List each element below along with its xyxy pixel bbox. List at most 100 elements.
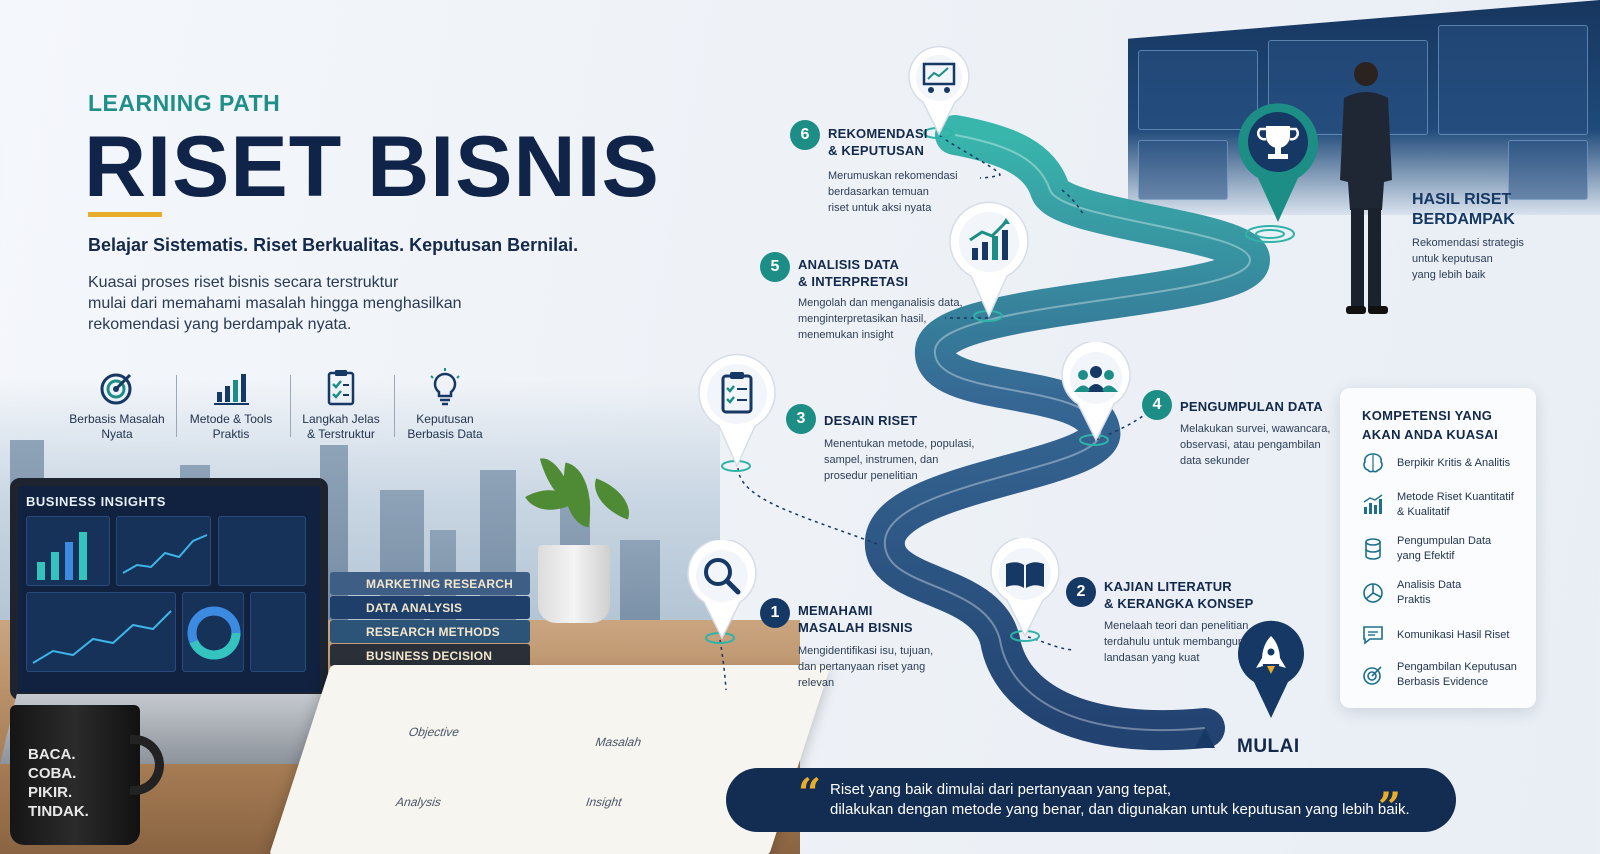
step-title-line: REKOMENDASI xyxy=(828,126,928,141)
line-chart-icon xyxy=(122,534,208,574)
bar-chart-icon xyxy=(1363,494,1383,514)
step-desc-line: prosedur penelitian xyxy=(824,470,918,482)
step-desc-line: Merumuskan rekomendasi xyxy=(828,170,958,182)
step-title: REKOMENDASI & KEPUTUSAN xyxy=(828,125,928,159)
intro-text: Kuasai proses riset bisnis secara terstr… xyxy=(88,272,478,335)
brain-icon xyxy=(1363,453,1383,473)
step-title-line: MEMAHAMI xyxy=(798,603,873,618)
chat-icon xyxy=(1363,626,1383,645)
step-desc-line: menemukan insight xyxy=(798,329,894,341)
growth-chart-icon xyxy=(949,201,1029,318)
step-title-line: & KEPUTUSAN xyxy=(828,143,925,158)
step-desc-line: Menelaah teori dan penelitian xyxy=(1104,620,1249,632)
step-desc-line: menginterpretasikan hasil, xyxy=(798,313,927,325)
step-desc-line: riset untuk aksi nyata xyxy=(828,202,932,214)
feature-label: & Terstruktur xyxy=(307,427,375,441)
step-title: ANALISIS DATA& INTERPRETASI xyxy=(798,256,908,290)
eyebrow-label: LEARNING PATH xyxy=(88,90,281,116)
bar-chart-icon xyxy=(37,532,87,580)
trophy-icon xyxy=(1238,103,1318,222)
divider xyxy=(176,375,177,437)
result-title-line: BERDAMPAK xyxy=(1412,211,1515,228)
line-chart-icon xyxy=(32,610,172,664)
book-stack: MARKETING RESEARCH DATA ANALYSIS RESEARC… xyxy=(330,548,530,667)
competency-label: Berpikir Kritis & Analitis xyxy=(1397,456,1511,469)
open-quote-icon: “ xyxy=(798,770,822,817)
start-label: MULAI xyxy=(1237,736,1300,757)
book-spine: DATA ANALYSIS xyxy=(330,596,530,619)
feature-label: Berbasis Data xyxy=(407,427,483,441)
step-desc-line: sampel, instrumen, dan xyxy=(824,454,939,466)
mug-text: TINDAK. xyxy=(28,803,89,820)
quote-line: dilakukan dengan metode yang benar, dan … xyxy=(830,801,1410,818)
feature-label: Praktis xyxy=(212,427,250,441)
intro-line: Kuasai proses riset bisnis secara terstr… xyxy=(88,274,399,291)
step-description: Mengidentifikasi isu, tujuan,dan pertany… xyxy=(798,643,933,691)
result-desc-line: untuk keputusan xyxy=(1412,253,1493,265)
mug-text: COBA. xyxy=(28,765,77,782)
step-number: 5 xyxy=(760,252,790,282)
competency-label: & Kualitatif xyxy=(1397,506,1450,518)
step-desc-line: landasan yang kuat xyxy=(1104,652,1200,664)
competency-title-line: KOMPETENSI YANG xyxy=(1362,408,1493,423)
dashboard-panel xyxy=(218,516,306,586)
rocket-icon xyxy=(1238,620,1304,718)
dashboard-panel xyxy=(116,516,211,586)
step-desc-line: terdahulu untuk membangun xyxy=(1104,636,1245,648)
step-desc-line: Mengolah dan menganalisis data, xyxy=(798,297,963,309)
feature-steps: Langkah Jelas& Terstruktur xyxy=(282,366,400,442)
competency-item: Berpikir Kritis & Analitis xyxy=(1360,450,1510,476)
clipboard-icon xyxy=(698,353,776,468)
competency-item: Metode Riset Kuantitatif& Kualitatif xyxy=(1360,490,1514,520)
step-desc-line: dan pertanyaan riset yang xyxy=(798,661,926,673)
result-title: HASIL RISET BERDAMPAK xyxy=(1412,190,1515,230)
competency-label: yang Efektif xyxy=(1397,550,1455,562)
dashboard-panel xyxy=(182,592,244,672)
step-desc-line: data sekunder xyxy=(1180,455,1250,467)
dashboard-panel xyxy=(26,592,176,672)
result-desc-line: yang lebih baik xyxy=(1412,269,1486,281)
donut-chart-icon xyxy=(187,606,241,660)
competency-item: Komunikasi Hasil Riset xyxy=(1360,622,1509,648)
step-number: 4 xyxy=(1142,390,1172,420)
step-description: Melakukan survei, wawancara,observasi, a… xyxy=(1180,421,1330,469)
database-icon xyxy=(1365,538,1381,560)
competency-title: KOMPETENSI YANG AKAN ANDA KUASAI xyxy=(1362,406,1536,444)
magnifier-icon xyxy=(687,540,757,640)
target-icon xyxy=(100,373,132,405)
feature-label: Berbasis Masalah xyxy=(69,412,165,426)
step-number: 2 xyxy=(1066,577,1096,607)
feature-label: Langkah Jelas xyxy=(302,412,380,426)
tagline: Belajar Sistematis. Riset Berkualitas. K… xyxy=(88,235,579,255)
step-description: Menelaah teori dan penelitian terdahulu u… xyxy=(1104,618,1248,666)
competency-label: Komunikasi Hasil Riset xyxy=(1397,628,1510,641)
result-description: Rekomendasi strategis untuk keputusan ya… xyxy=(1412,235,1524,283)
competency-title-line: AKAN ANDA KUASAI xyxy=(1362,427,1498,442)
result-title-line: HASIL RISET xyxy=(1412,191,1512,208)
step-desc-line: Menentukan metode, populasi, xyxy=(824,438,975,450)
laptop-title: BUSINESS INSIGHTS xyxy=(26,494,166,509)
people-icon xyxy=(1061,342,1131,442)
step-description: Merumuskan rekomendasi berdasarkan temuan… xyxy=(828,168,958,216)
step-title-line: KAJIAN LITERATUR xyxy=(1104,579,1232,594)
book-spine: BUSINESS DECISION xyxy=(330,644,530,667)
step-title-line: MASALAH BISNIS xyxy=(798,620,913,635)
businessman-figure xyxy=(1340,62,1392,314)
step-description: Menentukan metode, populasi, sampel, inst… xyxy=(824,436,974,484)
quote-line: Riset yang baik dimulai dari pertanyaan … xyxy=(830,781,1172,798)
competency-label: Pengambilan Keputusan xyxy=(1397,661,1517,673)
step-desc-line: observasi, atau pengambilan xyxy=(1180,439,1321,451)
step-desc-line: berdasarkan temuan xyxy=(828,186,929,198)
intro-line: rekomendasi yang berdampak nyata. xyxy=(88,316,352,333)
mug-text: BACA. xyxy=(28,746,76,763)
step-title: PENGUMPULAN DATA xyxy=(1180,398,1323,415)
intro-line: mulai dari memahami masalah hingga mengh… xyxy=(88,295,462,312)
bar-chart-icon xyxy=(214,374,249,405)
step-number: 1 xyxy=(760,598,790,628)
title-underline xyxy=(88,212,162,217)
